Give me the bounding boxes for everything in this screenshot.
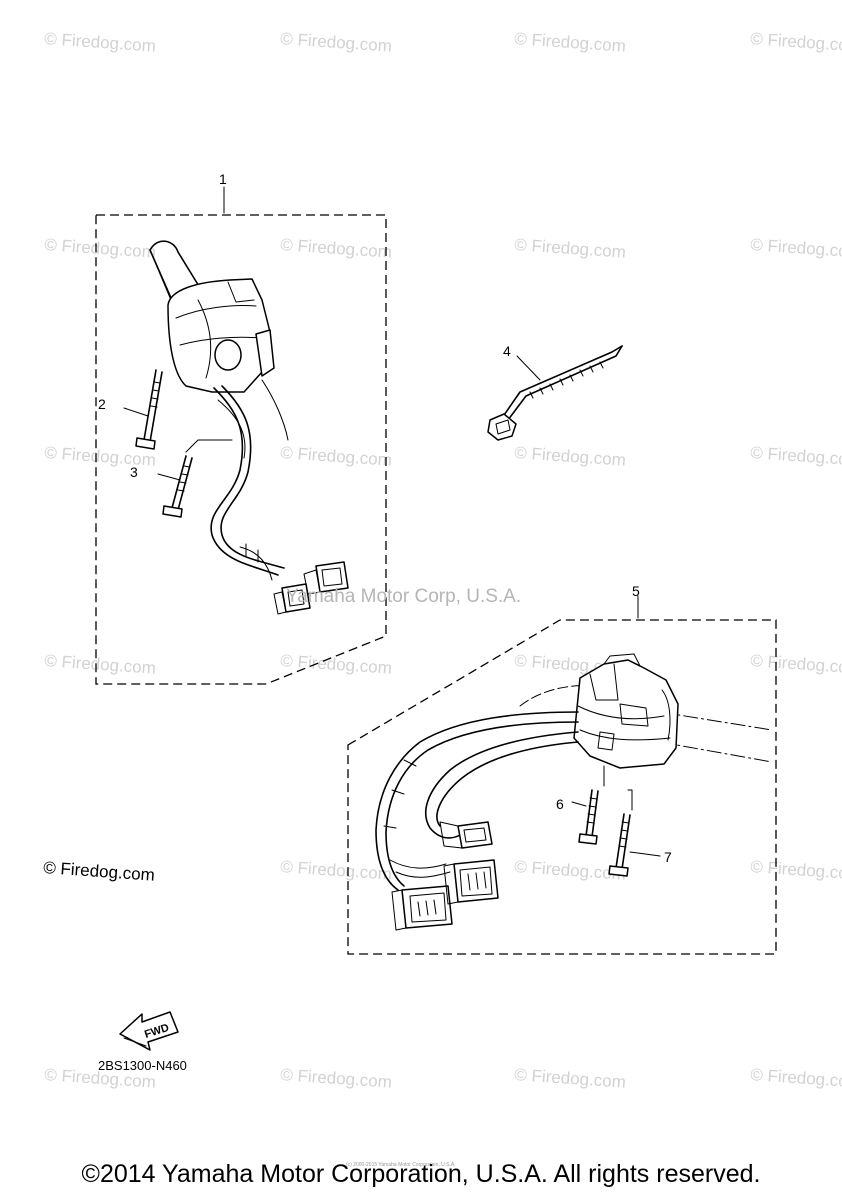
watermark: © Firedog.com (280, 235, 393, 262)
overlay-watermark: Yamaha Motor Corp, U.S.A. (286, 586, 522, 607)
callout-2: 2 (98, 396, 106, 412)
watermark: © Firedog.com (750, 443, 842, 470)
callout-4: 4 (503, 343, 511, 359)
watermark: © Firedog.com (514, 29, 627, 56)
assembly-1-left-switch: 1 (95, 171, 387, 685)
assembly-5-right-switch: 5 (347, 583, 777, 955)
callout-5: 5 (632, 583, 640, 599)
copyright-footer: ©2014 Yamaha Motor Corporation, U.S.A. A… (81, 1160, 761, 1188)
watermark: © Firedog.com (514, 443, 627, 470)
tiny-copyright: (c) 2000-2015 Yamaha Motor Corporation, … (346, 1162, 456, 1168)
watermark: © Firedog.com (280, 29, 393, 56)
connector-small-c (439, 821, 493, 849)
bolt-7: 7 (608, 813, 672, 877)
watermark: © Firedog.com (750, 1065, 842, 1092)
watermark: © Firedog.com (44, 651, 157, 678)
watermark-grid: © Firedog.com © Firedog.com © Firedog.co… (44, 29, 842, 1092)
connector-large-a (391, 885, 453, 931)
watermark: © Firedog.com (280, 651, 393, 678)
bolt-3: 3 (130, 455, 193, 518)
bolt-2: 2 (98, 369, 163, 450)
connector-small-b (303, 561, 349, 595)
watermark: © Firedog.com (514, 235, 627, 262)
connector-small-a (273, 583, 311, 615)
callout-7: 7 (664, 849, 672, 865)
fwd-arrow-icon (119, 1011, 179, 1051)
watermark: © Firedog.com (750, 29, 842, 56)
callout-3: 3 (130, 464, 138, 480)
watermark: © Firedog.com (750, 651, 842, 678)
callout-6: 6 (556, 796, 564, 812)
part-4-cable-tie: 4 (487, 343, 623, 441)
watermark: © Firedog.com (44, 235, 157, 262)
callout-1: 1 (219, 171, 227, 187)
watermark: © Firedog.com (514, 1065, 627, 1092)
watermark: © Firedog.com (280, 1065, 393, 1092)
watermark: © Firedog.com (44, 29, 157, 56)
bolt-6: 6 (556, 789, 599, 845)
connector-large-b (443, 859, 499, 905)
watermark: © Firedog.com (750, 235, 842, 262)
part-code: 2BS1300-N460 (98, 1058, 187, 1073)
watermark: © Firedog.com (280, 857, 393, 884)
fwd-arrow: FWD (119, 1011, 179, 1051)
watermark: © Firedog.com (280, 443, 393, 470)
assembly-1-boundary (95, 214, 387, 685)
watermark: © Firedog.com (750, 857, 842, 884)
